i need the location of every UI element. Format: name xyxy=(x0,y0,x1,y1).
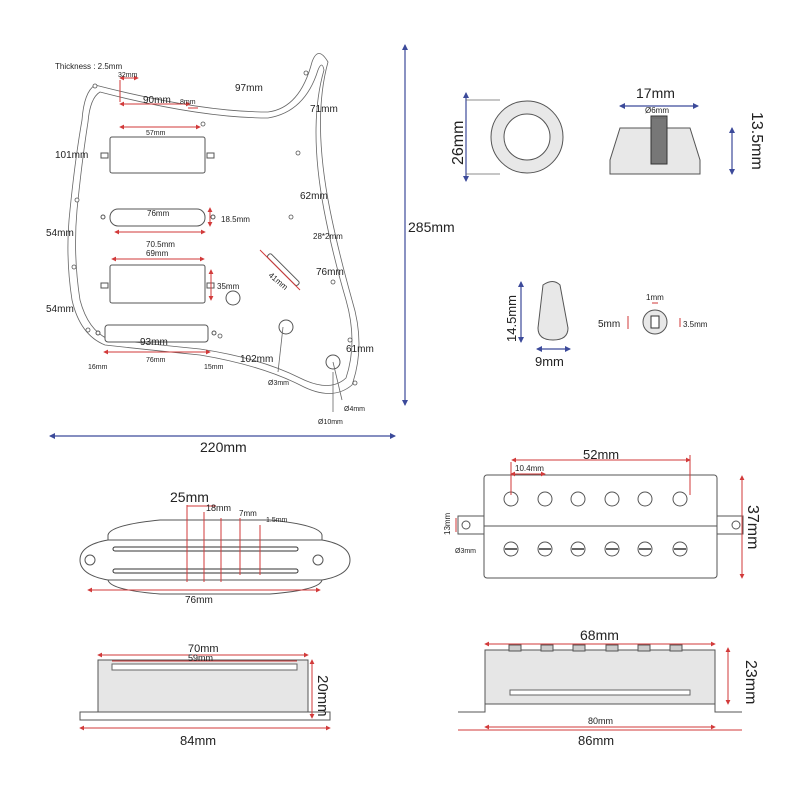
dim-label: 76mm xyxy=(185,595,213,606)
dim-label: Ø6mm xyxy=(645,106,669,115)
pickguard-drawing xyxy=(49,44,408,439)
dim-label: 71mm xyxy=(310,104,338,115)
dim-label: 8mm xyxy=(180,99,196,106)
pickguard-outline xyxy=(67,53,360,394)
dim-label: 90mm xyxy=(143,95,171,106)
dim-label: 57mm xyxy=(146,130,166,137)
dim-label: 93mm xyxy=(140,337,168,348)
dim-label: Ø3mm xyxy=(268,380,289,387)
pickguard-labels: Thickness : 2.5mm 32mm 90mm 8mm 97mm 71m… xyxy=(46,62,455,455)
dim-label: 76mm xyxy=(146,357,166,364)
humbucker-top-drawing xyxy=(455,455,745,579)
dim-label: 18.5mm xyxy=(221,215,250,224)
dim-label: 20mm xyxy=(314,675,331,717)
dim-label: 1.5mm xyxy=(266,517,288,524)
dim-label: 52mm xyxy=(583,447,619,462)
dim-label: 13.5mm xyxy=(748,112,765,170)
single-coil-side-labels: 70mm 59mm 20mm 84mm xyxy=(180,643,331,748)
dim-label: Ø4mm xyxy=(344,406,365,413)
dim-label: 61mm xyxy=(346,344,374,355)
dim-label: 3.5mm xyxy=(683,320,708,329)
dim-label: 25mm xyxy=(170,489,209,505)
single-coil-top-drawing xyxy=(79,505,351,595)
dim-label: 13mm xyxy=(443,512,452,535)
dim-label: 62mm xyxy=(300,191,328,202)
dim-label: 7mm xyxy=(239,509,257,518)
single-coil-side-drawing xyxy=(79,652,331,731)
dim-label: 70mm xyxy=(188,643,219,655)
dim-label: 23mm xyxy=(742,660,759,704)
dim-label: 220mm xyxy=(200,439,247,455)
switch-tip-drawing xyxy=(518,281,681,352)
switch-tip-labels: 14.5mm 9mm 1mm 5mm 3.5mm xyxy=(504,293,708,369)
knob-labels: 26mm 17mm Ø6mm 13.5mm xyxy=(450,85,765,170)
dim-label: 76mm xyxy=(147,209,170,218)
dim-label: 14.5mm xyxy=(504,295,519,342)
dim-label: 10.4mm xyxy=(515,464,544,473)
dim-label: 285mm xyxy=(408,219,455,235)
dim-label: 1mm xyxy=(646,293,664,302)
dim-label: 37mm xyxy=(744,505,761,549)
dim-label: 28*2mm xyxy=(313,232,343,241)
dim-label: 5mm xyxy=(598,319,620,330)
dim-label: 32mm xyxy=(118,72,138,79)
dim-label: 18mm xyxy=(206,503,231,513)
humbucker-side-labels: 68mm 23mm 80mm 86mm xyxy=(578,627,759,748)
single-coil-top-labels: 25mm 18mm 7mm 1.5mm 76mm xyxy=(170,489,288,606)
knob-drawing xyxy=(463,92,735,182)
dim-label: 102mm xyxy=(240,354,273,365)
dim-label: 84mm xyxy=(180,733,216,748)
dim-label: 54mm xyxy=(46,228,74,239)
thickness-label: Thickness : 2.5mm xyxy=(55,62,122,71)
dim-label: 17mm xyxy=(636,85,675,101)
dim-label: 101mm xyxy=(55,150,88,161)
dim-label: 69mm xyxy=(146,249,169,258)
dim-label: 26mm xyxy=(450,121,467,165)
dim-label: 15mm xyxy=(204,364,224,371)
dim-label: 97mm xyxy=(235,83,263,94)
dim-label: 76mm xyxy=(316,267,344,278)
dim-label: 86mm xyxy=(578,733,614,748)
dim-label: 35mm xyxy=(217,282,240,291)
humbucker-side-drawing xyxy=(458,641,742,731)
dim-label: 9mm xyxy=(535,354,564,369)
dim-label: Ø3mm xyxy=(455,548,476,555)
dim-label: 54mm xyxy=(46,304,74,315)
dim-label: 68mm xyxy=(580,627,619,643)
dim-label: 59mm xyxy=(188,653,213,663)
dim-label: 80mm xyxy=(588,716,613,726)
dim-label: Ø10mm xyxy=(318,419,343,426)
dim-label: 16mm xyxy=(88,364,108,371)
dim-label: 70.5mm xyxy=(146,240,175,249)
humbucker-top-labels: 52mm 10.4mm 13mm 37mm Ø3mm xyxy=(443,447,761,555)
